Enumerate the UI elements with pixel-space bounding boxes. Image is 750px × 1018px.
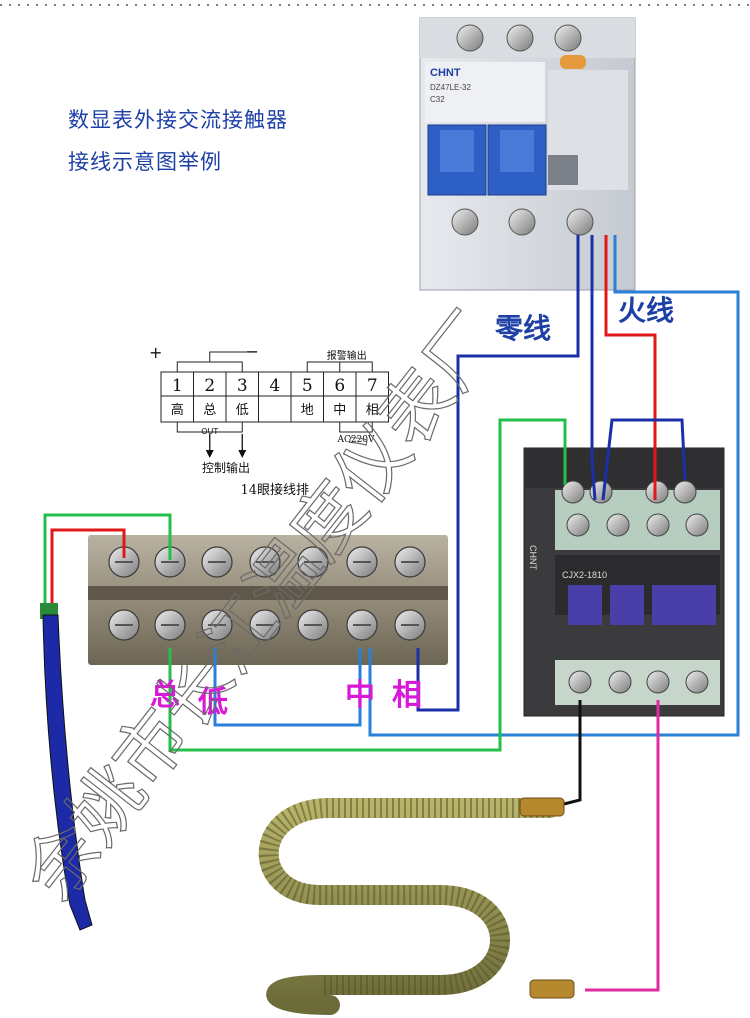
alarm-bracket xyxy=(339,361,373,372)
heating-element xyxy=(258,797,575,1015)
breaker-top-screw xyxy=(456,24,484,52)
neutral-wire xyxy=(416,235,580,712)
control-arrow-head xyxy=(238,450,247,458)
phase-terminal-label: 相 xyxy=(392,678,422,713)
live-wire xyxy=(604,235,657,500)
out-label: OUT xyxy=(201,427,218,436)
terminal-number: 1 xyxy=(172,376,183,396)
contactor-top-screw xyxy=(645,480,669,504)
title-line-2: 接线示意图举例 xyxy=(68,150,222,174)
green-control-wire xyxy=(43,513,172,605)
relay-bracket xyxy=(176,361,243,372)
contactor: CJX2-1810 CHNT xyxy=(523,447,725,717)
terminal-label: 相 xyxy=(366,403,379,418)
terminal-label: 地 xyxy=(301,403,314,418)
terminal-label: 高 xyxy=(171,402,184,418)
green-output-wire xyxy=(168,418,567,752)
control-arrow-head xyxy=(205,450,214,458)
contactor-mid-screw xyxy=(606,513,630,537)
contactor-contact-window xyxy=(610,585,644,625)
breaker-rating: C32 xyxy=(430,95,445,104)
contactor-contact-window xyxy=(568,585,602,625)
contactor-bridge-wire xyxy=(601,418,687,501)
terminal-label: 低 xyxy=(236,403,249,418)
minus-sign: − xyxy=(246,342,259,361)
alarm-bracket xyxy=(306,361,341,372)
breaker-model: DZ47LE-32 xyxy=(430,83,471,92)
control-output-label: 控制输出 xyxy=(202,460,250,475)
terminal-number: 3 xyxy=(237,376,248,396)
breaker-test-button xyxy=(560,55,586,69)
heater-pink-wire xyxy=(585,700,660,992)
terminal-screws xyxy=(108,546,426,641)
ac-bracket xyxy=(339,422,373,433)
contactor-mid-screw xyxy=(685,513,709,537)
breaker-bottom-screw xyxy=(566,208,594,236)
live-phase-wire xyxy=(368,235,740,737)
contactor-bottom-screw xyxy=(608,670,632,694)
terminal-number: 4 xyxy=(269,376,280,396)
terminal-label: 总 xyxy=(203,403,216,418)
terminal-number: 7 xyxy=(367,376,378,396)
terminal-number: 2 xyxy=(204,376,215,396)
schematic-frame xyxy=(160,371,389,423)
contactor-top-screw xyxy=(673,480,697,504)
breaker-bottom-screw xyxy=(451,208,479,236)
low-terminal-label: 低 xyxy=(197,685,228,720)
red-sensor-wire xyxy=(50,528,126,605)
low-wire xyxy=(213,648,362,727)
contactor-bottom-screw xyxy=(685,670,709,694)
terminal-schematic: 1 2 3 4 5 6 7 高 总 低 地 中 相 + − 报警输出 OUT AC220V 控制输出 14眼接线排 xyxy=(149,342,389,498)
breaker-bottom-screw xyxy=(508,208,536,236)
terminal-label: 中 xyxy=(333,403,346,418)
contactor-brand: CHNT xyxy=(528,545,538,570)
breaker-brand: CHNT xyxy=(430,67,461,79)
breaker-top-screw xyxy=(506,24,534,52)
plus-sign: + xyxy=(149,343,162,362)
contactor-model: CJX2-1810 xyxy=(562,570,607,580)
alarm-output-label: 报警输出 xyxy=(327,349,367,362)
temperature-probe xyxy=(40,603,93,931)
contactor-bottom-screw xyxy=(568,670,592,694)
neutral-coil-wire xyxy=(590,235,597,501)
breaker-top-screw xyxy=(554,24,582,52)
relay-bracket xyxy=(209,351,249,362)
contactor-contact-window xyxy=(652,585,686,625)
neutral-label: 零线 xyxy=(495,312,551,345)
neutral-terminal-label: 中 xyxy=(345,678,375,713)
contactor-top-screw xyxy=(561,480,585,504)
heater-black-wire xyxy=(559,700,582,807)
total-terminal-label: 总 xyxy=(150,678,180,713)
contactor-bottom-screw xyxy=(646,670,670,694)
out-bracket xyxy=(176,422,243,433)
terminal-number: 5 xyxy=(302,376,313,396)
circuit-breaker: CHNT DZ47LE-32 C32 xyxy=(419,17,636,291)
contactor-contact-window xyxy=(686,585,716,625)
terminal-number: 6 xyxy=(334,376,345,396)
contactor-mid-screw xyxy=(646,513,670,537)
ac220v-label: AC220V xyxy=(336,435,375,445)
live-label: 火线 xyxy=(618,294,674,327)
contactor-mid-screw xyxy=(566,513,590,537)
title-line-1: 数显表外接交流接触器 xyxy=(68,108,288,132)
terminal-strip-caption: 14眼接线排 xyxy=(240,482,309,498)
